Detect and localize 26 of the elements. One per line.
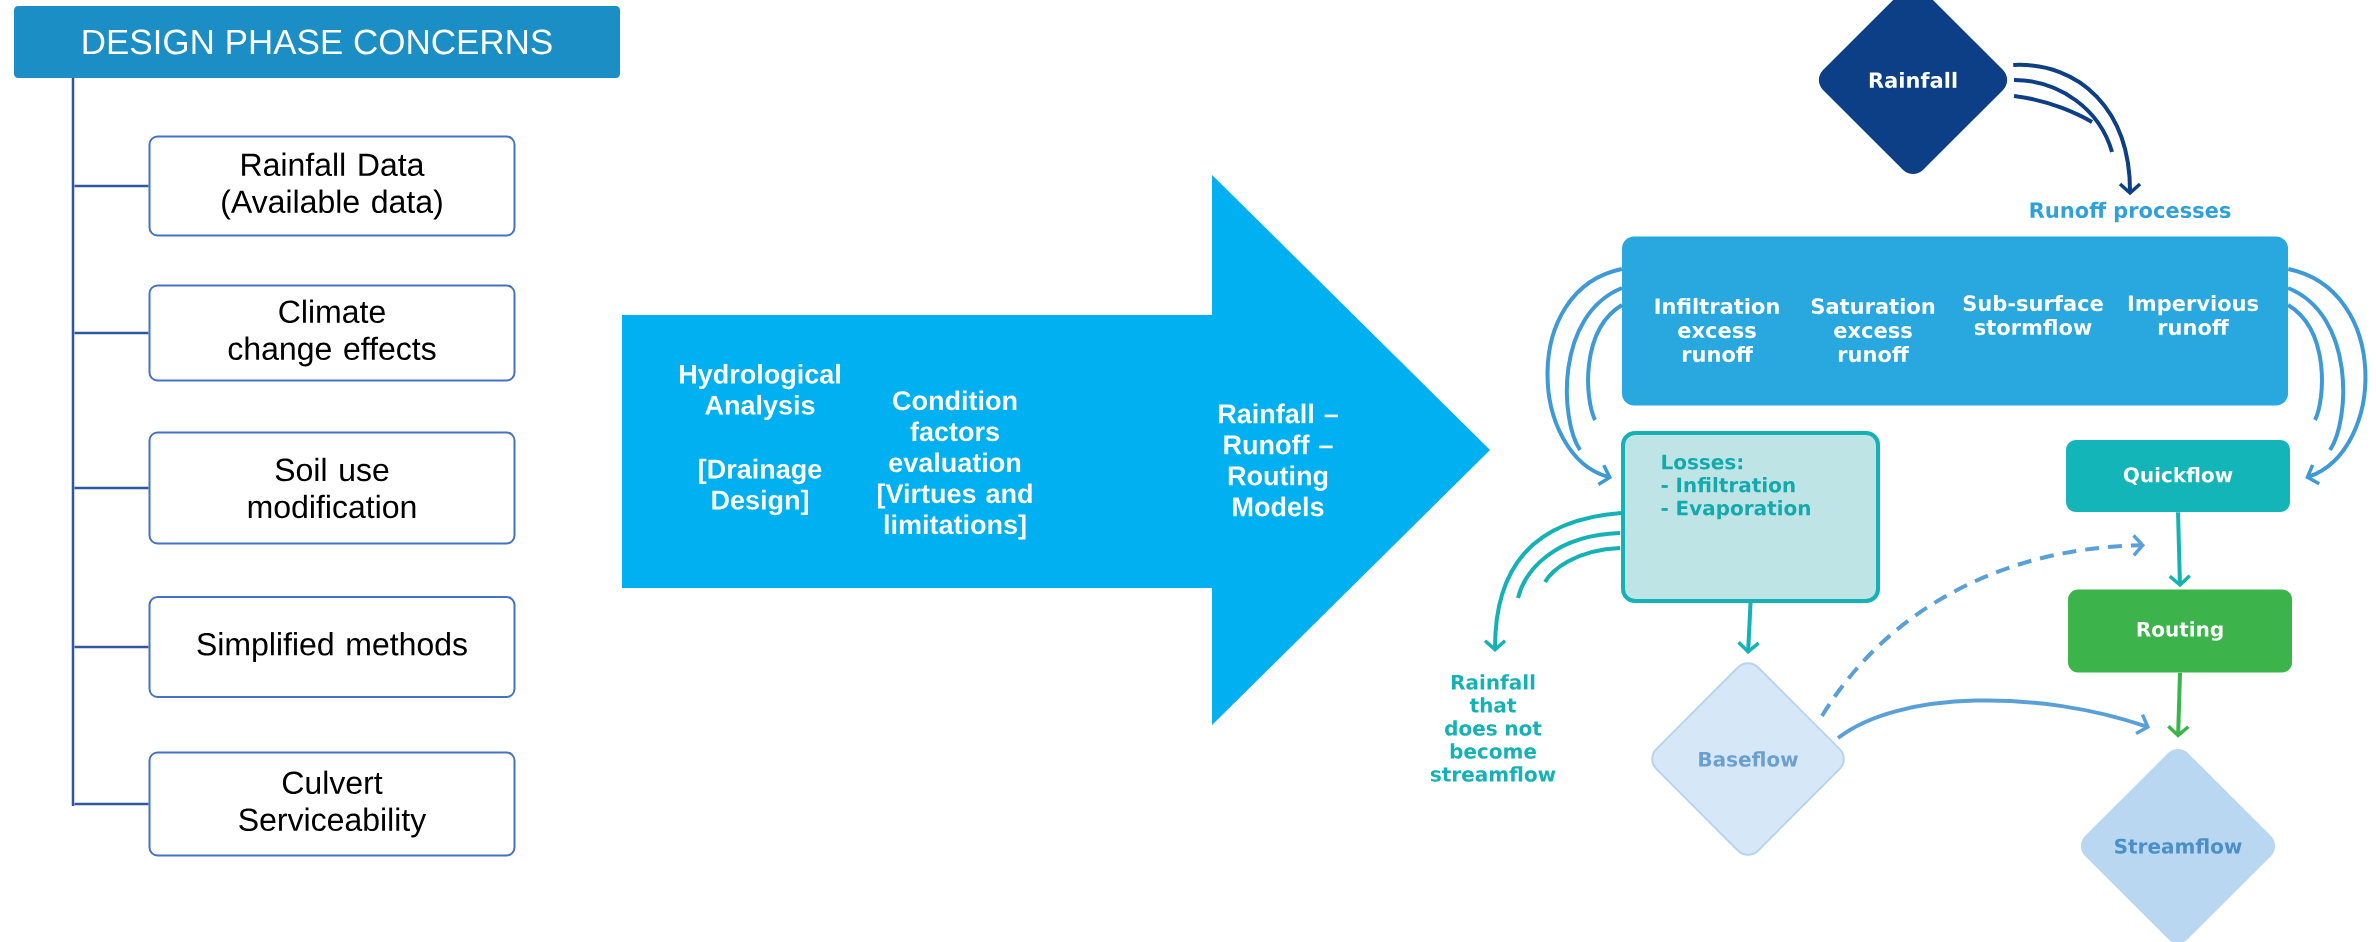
- title-banner: DESIGN PHASE CONCERNS: [14, 6, 620, 78]
- quickflow-box: Quickflow: [2066, 440, 2291, 512]
- arrow: [2168, 512, 2191, 588]
- arrow: [2287, 267, 2368, 486]
- concern-box: Soil use modification: [148, 431, 516, 545]
- connector-line: [74, 486, 149, 490]
- arrow: [1836, 698, 2151, 740]
- arrow: [1483, 511, 1622, 653]
- concern-box: Climate change effects: [148, 284, 516, 382]
- connector-line: [74, 645, 149, 649]
- arrow: [1820, 534, 2146, 718]
- process-group-box: Runoff processes Infiltration excess runoff Saturation excess runoff Sub-surface stormflow Impervious runoff: [1622, 201, 2289, 406]
- routing-box: Routing: [2068, 589, 2293, 673]
- concern-box: Rainfall Data (Available data): [148, 135, 516, 237]
- concern-box: Culvert Serviceability: [148, 751, 516, 857]
- connector-line: [74, 802, 149, 806]
- arrow: [1545, 267, 1623, 487]
- arrow: [2167, 672, 2190, 738]
- losses-box: Losses: - Infiltration - Evaporation: [1621, 431, 1881, 603]
- connector-line: [74, 331, 149, 335]
- arrow: [1737, 602, 1760, 654]
- concern-box: Simplified methods: [148, 596, 516, 698]
- node-label: Runoff processes: [2030, 201, 2231, 223]
- connector-line: [74, 184, 149, 188]
- arrow: [2013, 63, 2142, 196]
- bus-bar: [71, 78, 75, 806]
